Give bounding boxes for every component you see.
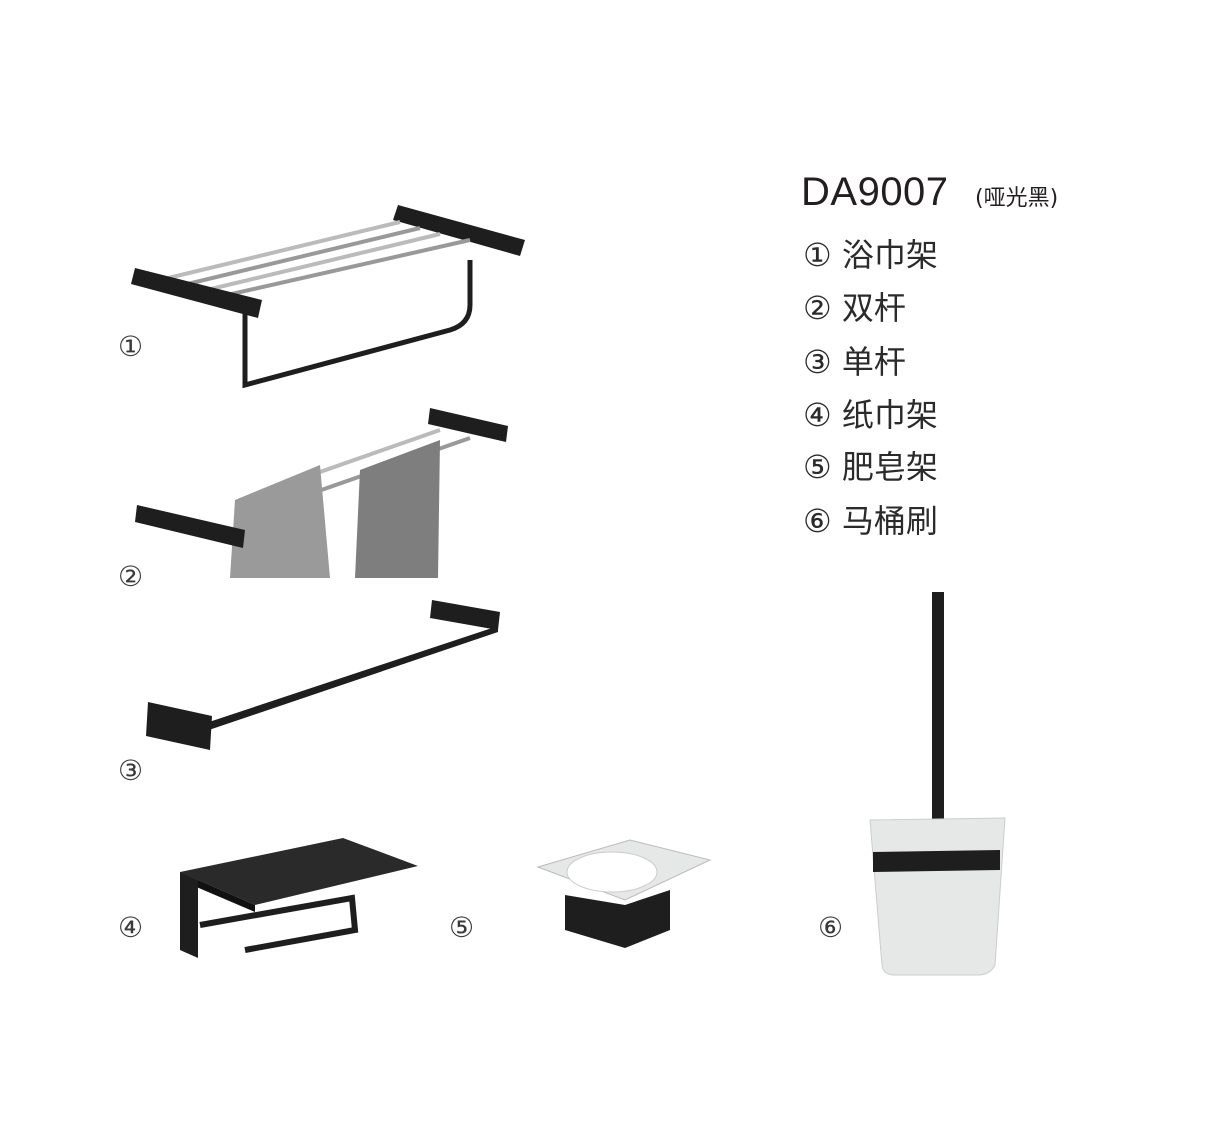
- product-number: ①: [118, 330, 144, 363]
- list-item: ⑤ 肥皂架: [803, 448, 938, 486]
- product-number: ②: [118, 560, 144, 593]
- list-item: ① 浴巾架: [803, 236, 938, 274]
- soap-dish-image: [536, 839, 712, 948]
- product-number: ⑤: [449, 911, 475, 944]
- single-towel-bar-image: [146, 600, 500, 750]
- finish-label: (哑光黑): [975, 186, 1059, 211]
- product-number: ⑥: [818, 911, 844, 944]
- list-item: ② 双杆: [803, 289, 906, 327]
- list-item: ④ 纸巾架: [803, 396, 938, 434]
- list-item: ⑥ 马桶刷: [803, 502, 938, 540]
- list-item: ③ 单杆: [803, 343, 906, 381]
- paper-holder-image: [180, 838, 418, 958]
- model-title: DA9007: [801, 170, 949, 214]
- toilet-brush-image: [869, 592, 1006, 976]
- towel-shelf-image: [131, 205, 525, 389]
- product-number: ④: [118, 911, 144, 944]
- product-number: ③: [118, 754, 144, 787]
- double-towel-bar-image: [135, 408, 508, 578]
